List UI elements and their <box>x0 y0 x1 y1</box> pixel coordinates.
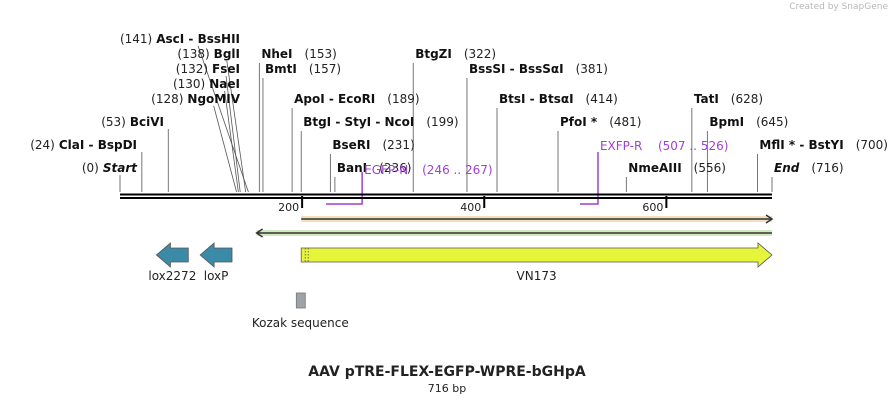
enzyme-position-naei: (130) <box>173 77 205 91</box>
enzyme-position-tati: (628) <box>731 92 763 106</box>
tick-label: 200 <box>278 201 299 214</box>
enzyme-position-bgli: (138) <box>177 47 209 61</box>
enzyme-name-fsei: FseI <box>212 62 240 76</box>
enzyme-position-asci: (141) <box>120 32 152 46</box>
enzyme-name-asci: AscI - BssHII <box>156 32 240 46</box>
map-length: 716 bp <box>427 382 467 395</box>
tick-label: 600 <box>642 201 663 214</box>
enzyme-position-bpmi: (645) <box>756 115 788 129</box>
orf-arrowhead-orf-reverse <box>255 228 264 238</box>
enzyme-name-tati: TatI <box>694 92 719 106</box>
enzyme-name-mflii: MflI * - BstYI <box>759 138 843 152</box>
primer-range-egfp-n: (246 .. 267) <box>422 163 492 177</box>
enzyme-name-bani: BanI <box>337 161 367 175</box>
enzyme-position-start: (0) <box>82 161 99 175</box>
enzyme-position-clai: (24) <box>30 138 55 152</box>
enzyme-name-ngomiv: NgoMIV <box>187 92 240 106</box>
enzyme-position-bseri: (231) <box>382 138 414 152</box>
dna-backbone <box>120 193 772 199</box>
primer-range-exfp-r: (507 .. 526) <box>658 139 728 153</box>
enzyme-name-bsssi: BssSI - BssSαI <box>469 62 564 76</box>
feature-box-kozak <box>295 292 306 309</box>
tick-label: 400 <box>460 201 481 214</box>
enzyme-position-pfoi: (481) <box>609 115 641 129</box>
orf-lines <box>255 214 774 238</box>
map-title: AAV pTRE-FLEX-EGFP-WPRE-bGHpA <box>308 364 586 380</box>
enzyme-name-end: End <box>774 161 800 175</box>
enzyme-name-bpmi: BpmI <box>709 115 744 129</box>
enzyme-name-bmti: BmtI <box>265 62 297 76</box>
enzyme-position-bcivi: (53) <box>101 115 126 129</box>
feature-arrow-lox2272 <box>155 242 189 268</box>
enzyme-name-btgi: BtgI - StyI - NcoI <box>303 115 414 129</box>
enzyme-name-bseri: BseRI <box>332 138 370 152</box>
feature-label-lox2272: lox2272 <box>148 269 196 283</box>
enzyme-position-nhei: (153) <box>305 47 337 61</box>
enzyme-position-bani: (236) <box>379 161 411 175</box>
feature-label-loxp: loxP <box>204 269 229 283</box>
feature-arrow-loxp <box>199 242 233 268</box>
enzyme-name-clai: ClaI - BspDI <box>59 138 137 152</box>
enzyme-position-bsssi: (381) <box>576 62 608 76</box>
enzyme-line-bgli <box>226 60 247 193</box>
primer-name-egfp-n: EGFP-N <box>364 163 408 177</box>
snapgene-credit: Created by SnapGene <box>789 2 888 12</box>
primer-name-exfp-r: EXFP-R <box>600 139 642 153</box>
enzyme-line-asci <box>197 45 249 193</box>
ruler-ticks: 200 400 600 <box>278 196 668 214</box>
enzyme-name-naei: NaeI <box>209 77 240 91</box>
enzyme-name-apoi: ApoI - EcoRI <box>294 92 375 106</box>
enzyme-name-btgzi: BtgZI <box>415 47 452 61</box>
enzyme-position-btsi: (414) <box>586 92 618 106</box>
enzyme-name-start: Start <box>103 161 138 175</box>
enzyme-name-pfoi: PfoI * <box>560 115 598 129</box>
enzyme-position-bmti: (157) <box>309 62 341 76</box>
orf-arrowhead-orf-forward <box>765 214 774 224</box>
feature-label-vn173: VN173 <box>517 269 557 283</box>
enzyme-labels: (141) AscI - BssHII(138) BglI (132) FseI (130… <box>30 32 888 175</box>
primers: EGFP-N (246 .. 267) EXFP-R (507 .. 526) <box>326 139 728 205</box>
feature-label-kozak: Kozak sequence <box>252 316 349 330</box>
enzyme-name-btsi: BtsI - BtsαI <box>499 92 574 106</box>
enzyme-position-apoi: (189) <box>387 92 419 106</box>
enzyme-position-btgi: (199) <box>426 115 458 129</box>
enzyme-position-btgzi: (322) <box>464 47 496 61</box>
enzyme-line-fsei <box>225 75 241 193</box>
enzyme-name-nmeaiii: NmeAIII <box>628 161 681 175</box>
enzyme-name-bcivi: BciVI <box>130 115 164 129</box>
primer-line-exfp-r <box>579 152 599 205</box>
enzyme-position-nmeaiii: (556) <box>694 161 726 175</box>
enzyme-position-ngomiv: (128) <box>151 92 183 106</box>
enzyme-name-nhei: NheI <box>261 47 292 61</box>
enzyme-name-bgli: BglI <box>214 47 240 61</box>
enzyme-position-mflii: (700) <box>856 138 888 152</box>
enzyme-line-ngomiv <box>213 105 237 193</box>
enzyme-lines <box>119 45 773 193</box>
primer-line-egfp-n <box>326 172 363 205</box>
feature-arrow-vn173 <box>300 242 773 268</box>
enzyme-line-naei <box>224 90 239 193</box>
enzyme-position-fsei: (132) <box>176 62 208 76</box>
enzyme-position-end: (716) <box>811 161 843 175</box>
